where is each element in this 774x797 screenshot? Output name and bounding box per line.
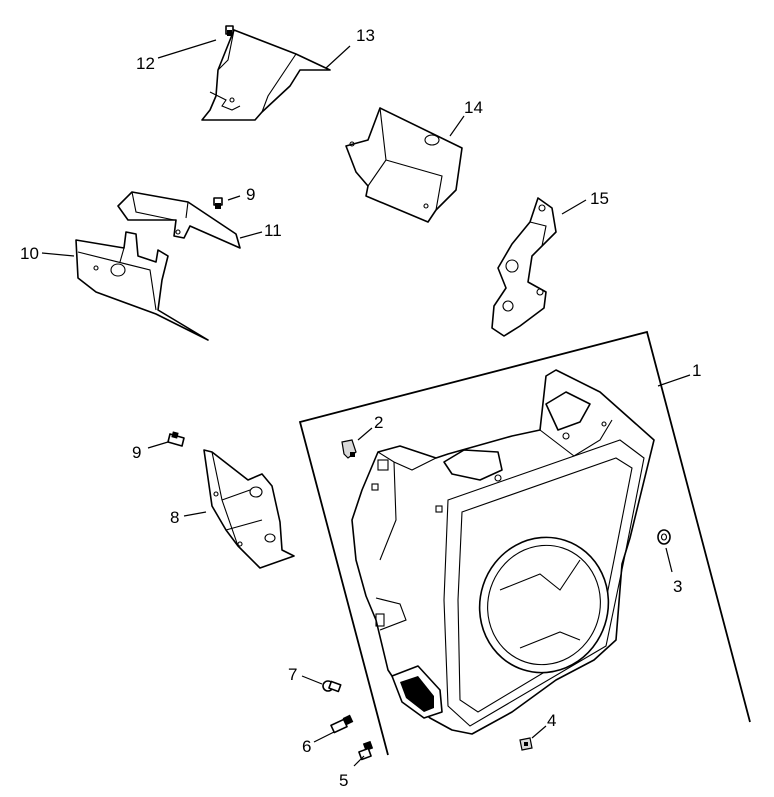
part-9-upper-screw bbox=[213, 197, 223, 209]
leader-1 bbox=[657, 374, 691, 387]
part-7-screw bbox=[322, 680, 342, 693]
assembly-frame bbox=[298, 330, 751, 756]
callout-labels: 1 2 3 4 5 6 7 8 9 9 10 11 12 13 14 15 bbox=[20, 26, 701, 790]
callout-9-upper: 9 bbox=[246, 185, 255, 204]
part-8-bracket bbox=[203, 449, 295, 569]
part-2-clip bbox=[341, 439, 357, 459]
leader-7 bbox=[301, 675, 323, 685]
callout-8: 8 bbox=[170, 508, 179, 527]
callout-10: 10 bbox=[20, 244, 39, 263]
callout-11: 11 bbox=[264, 221, 282, 240]
leader-11 bbox=[239, 231, 263, 239]
callout-5: 5 bbox=[339, 771, 348, 790]
part-13-top-shroud bbox=[201, 29, 331, 121]
part-11-bracket bbox=[117, 191, 241, 249]
part-15-bracket bbox=[491, 197, 557, 337]
part-12-screw bbox=[225, 25, 234, 36]
part-4-nut bbox=[519, 737, 533, 751]
part-3-washer bbox=[657, 529, 671, 545]
leader-8 bbox=[183, 511, 207, 517]
leader-2 bbox=[357, 427, 373, 441]
callout-13: 13 bbox=[356, 26, 375, 45]
part-6-bolt bbox=[330, 714, 354, 734]
leader-6 bbox=[313, 731, 335, 743]
callout-2: 2 bbox=[374, 413, 383, 432]
leader-9a bbox=[227, 195, 241, 201]
leader-lines bbox=[41, 39, 691, 767]
leader-12 bbox=[157, 39, 217, 59]
leader-15 bbox=[561, 199, 587, 215]
callout-9-lower: 9 bbox=[132, 443, 141, 462]
callout-1: 1 bbox=[692, 361, 701, 380]
callout-12: 12 bbox=[136, 54, 155, 73]
callout-3: 3 bbox=[673, 577, 682, 596]
callout-15: 15 bbox=[590, 189, 609, 208]
callout-14: 14 bbox=[464, 98, 483, 117]
part-1-blower-housing bbox=[351, 369, 655, 735]
leader-14 bbox=[449, 115, 465, 137]
part-5-bolt bbox=[358, 740, 374, 761]
callout-6: 6 bbox=[302, 737, 311, 756]
leader-3 bbox=[665, 547, 673, 573]
leader-5 bbox=[353, 755, 365, 767]
leader-10 bbox=[41, 252, 75, 257]
part-10-baffle bbox=[75, 231, 209, 341]
leader-9b bbox=[147, 441, 169, 449]
callout-7: 7 bbox=[288, 665, 297, 684]
callout-4: 4 bbox=[547, 711, 556, 730]
leader-13 bbox=[325, 45, 351, 69]
part-14-shroud bbox=[345, 107, 463, 223]
leader-4 bbox=[531, 725, 547, 739]
part-9-lower-bolt bbox=[167, 431, 185, 447]
